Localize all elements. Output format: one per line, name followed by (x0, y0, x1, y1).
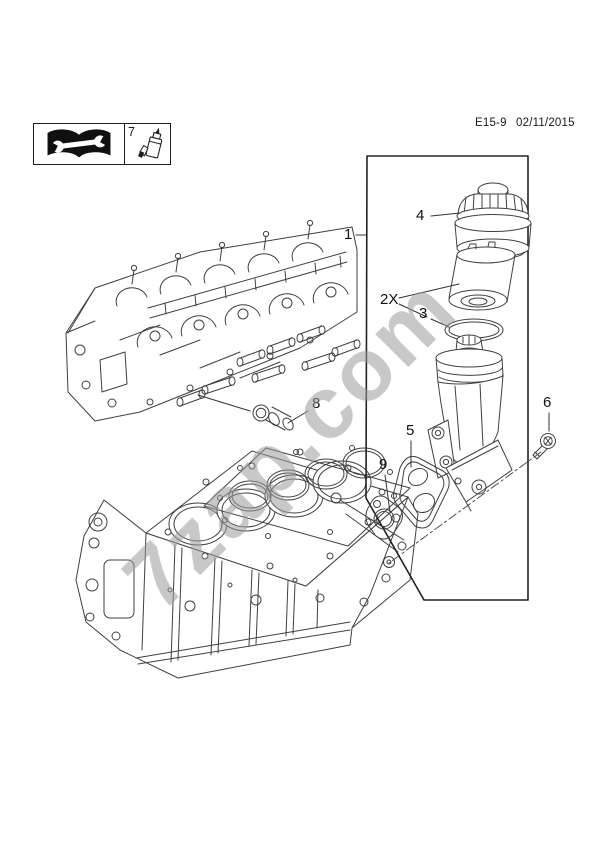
diagram-date: 02/11/2015 (516, 117, 575, 129)
housing-gasket-drawing (393, 455, 450, 529)
legend-sealant-number: 7 (128, 125, 135, 139)
callout-8: 8 (312, 395, 321, 412)
oil-filter-element-drawing (448, 241, 516, 311)
sealant-bottle-icon (138, 127, 163, 159)
oil-filter-cap-drawing (454, 182, 532, 260)
callout-9: 9 (379, 456, 388, 473)
bolt-drawing (532, 433, 556, 460)
head-gasket-drawing (203, 445, 411, 547)
callout-1: 1 (344, 226, 353, 243)
legend-box: 7 (33, 123, 171, 165)
legend-cell-sealant: 7 (124, 124, 170, 164)
bolt-centerline (388, 451, 542, 564)
callout-leader-lines (197, 212, 550, 513)
engine-block-drawing (75, 448, 419, 679)
oil-pressure-switch-drawing (252, 404, 294, 431)
book-wrench-icon (47, 129, 111, 158)
legend-cell-manual (34, 124, 124, 164)
callout-6: 6 (543, 394, 552, 411)
oil-filter-housing-drawing (427, 334, 513, 512)
callout-4: 4 (416, 207, 425, 224)
dowel-pins-drawing (176, 325, 361, 407)
callout-2x: 2X (380, 291, 399, 308)
diagram-code: E15-9 (475, 117, 507, 129)
parts-group-box (365, 155, 529, 601)
small-seal-drawing (365, 495, 403, 540)
cylinder-head-drawing (65, 219, 358, 422)
callout-5: 5 (406, 422, 415, 439)
callout-3: 3 (419, 305, 428, 322)
